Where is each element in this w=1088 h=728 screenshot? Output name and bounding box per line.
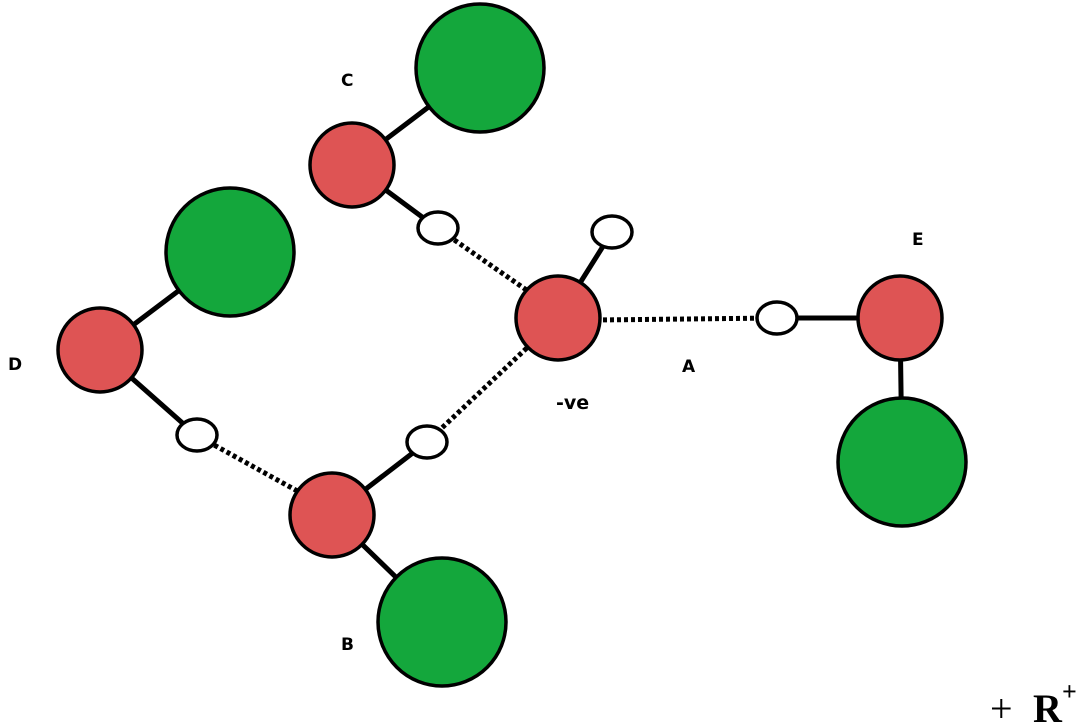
hydrogen-atoms — [175, 210, 799, 460]
hydrogen-atom-d — [175, 417, 219, 453]
hydrogen-atom-e — [755, 300, 799, 336]
oxygen-atom-d — [56, 306, 144, 394]
label-charge: -ve — [556, 392, 589, 414]
hbond-b-center — [425, 343, 532, 444]
carbon-atom-d — [164, 186, 296, 318]
label-d: D — [8, 355, 22, 375]
label-e: E — [912, 230, 924, 250]
hydrogen-bonds — [194, 225, 777, 501]
hydrogen-atom-b — [405, 424, 449, 460]
label-b: B — [341, 635, 354, 655]
hydrogen-atom-center — [590, 214, 634, 250]
oxygen-atom-e — [856, 274, 944, 362]
label-c: C — [341, 71, 353, 91]
carbon-atom-b — [376, 556, 508, 688]
cation-formula: + R + — [990, 677, 1077, 728]
carbon-atoms — [164, 2, 968, 688]
oxygen-atoms — [56, 121, 944, 559]
formula-sign: + — [990, 686, 1013, 728]
labels: C D E A B -ve — [8, 71, 924, 655]
carbon-atom-c — [414, 2, 546, 134]
hbond-center-e — [595, 315, 777, 323]
label-a: A — [682, 357, 696, 377]
hydrogen-atom-c — [416, 210, 460, 246]
carbon-atom-e — [836, 396, 968, 528]
oxygen-atom-c — [308, 121, 396, 209]
oxygen-atom-b — [288, 471, 376, 559]
covalent-bonds — [97, 65, 905, 625]
formula-superscript: + — [1062, 677, 1077, 706]
hbond-d-b — [194, 432, 312, 501]
formula-symbol: R — [1033, 686, 1063, 728]
oxygen-atom-center — [514, 274, 602, 362]
